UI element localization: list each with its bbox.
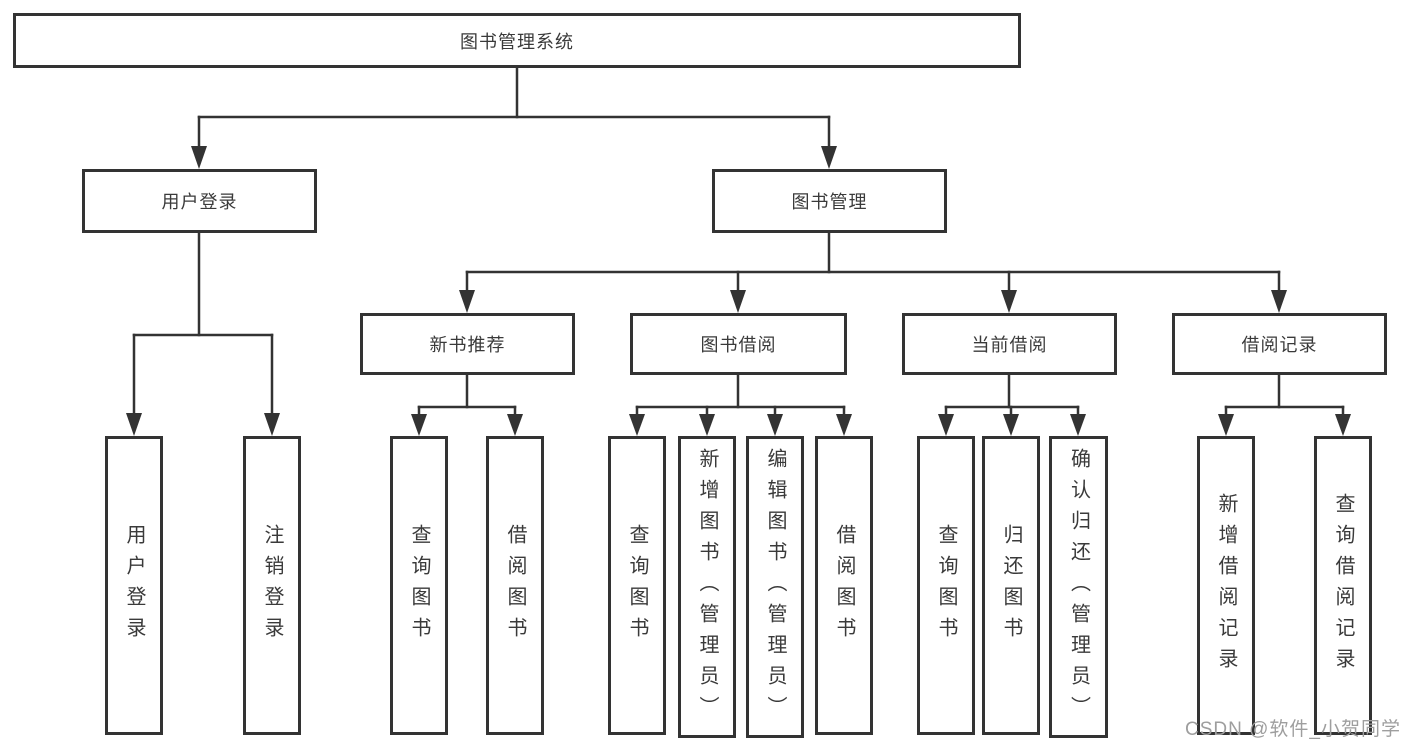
- connector-book-borrow-to-leaves: [629, 373, 852, 436]
- leaf-cb-confirm-return-admin: 确认归还（管理员）: [1049, 436, 1108, 738]
- connector-user-login-to-leaves: [126, 231, 280, 436]
- leaf-br-add-record: 新增借阅记录: [1197, 436, 1255, 735]
- node-borrowing-records: 借阅记录: [1172, 313, 1387, 375]
- leaf-br-query-record: 查询借阅记录: [1314, 436, 1372, 735]
- node-new-book-recommendation: 新书推荐: [360, 313, 575, 375]
- node-library-management-system: 图书管理系统: [13, 13, 1021, 68]
- node-user-login-branch: 用户登录: [82, 169, 317, 233]
- node-current-borrowing: 当前借阅: [902, 313, 1117, 375]
- connector-current-borrow-to-leaves: [938, 373, 1086, 436]
- node-book-management-branch: 图书管理: [712, 169, 947, 233]
- leaf-nbr-borrow-books: 借阅图书: [486, 436, 544, 735]
- connector-root-to-level1: [191, 66, 837, 169]
- leaf-cb-return-books: 归还图书: [982, 436, 1040, 735]
- connector-borrow-records-to-leaves: [1218, 373, 1351, 436]
- leaf-nbr-query-books: 查询图书: [390, 436, 448, 735]
- leaf-bb-query-books: 查询图书: [608, 436, 666, 735]
- leaf-user-login: 用户登录: [105, 436, 163, 735]
- watermark: CSDN @软件_小贺同学: [1185, 719, 1401, 740]
- leaf-bb-add-book-admin: 新增图书（管理员）: [678, 436, 736, 738]
- leaf-cb-query-books: 查询图书: [917, 436, 975, 735]
- leaf-bb-borrow-books: 借阅图书: [815, 436, 873, 735]
- node-book-borrowing: 图书借阅: [630, 313, 847, 375]
- leaf-logout: 注销登录: [243, 436, 301, 735]
- leaf-bb-edit-book-admin: 编辑图书（管理员）: [746, 436, 804, 738]
- connector-new-book-to-leaves: [411, 373, 523, 436]
- connector-book-mgmt-to-level2: [459, 231, 1287, 313]
